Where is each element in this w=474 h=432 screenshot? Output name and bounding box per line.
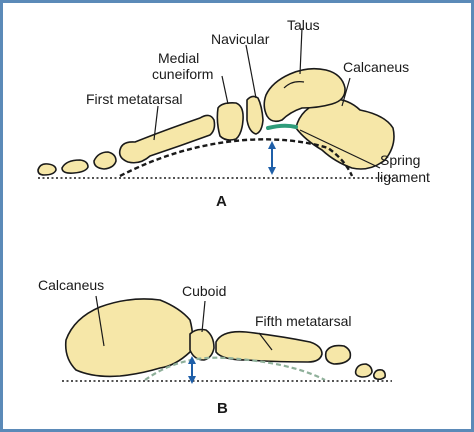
spring-ligament-leader [299, 129, 381, 169]
panel-a: Talus Navicular Medial cuneiform Calcane… [37, 17, 430, 210]
fifth-metatarsal-leader [258, 332, 273, 351]
spring-ligament [266, 123, 298, 130]
label-fifth-metatarsal: Fifth metatarsal [255, 313, 351, 329]
label-talus: Talus [287, 17, 320, 33]
panel-letter-a: A [216, 193, 227, 210]
navicular-leader [245, 44, 257, 99]
proximal-phalanx-a-1 [61, 159, 89, 174]
first-metatarsal-bone [118, 114, 216, 164]
phalanx-b-2 [354, 363, 373, 378]
label-calcaneus-b: Calcaneus [38, 277, 104, 293]
first-metatarsal-leader [153, 105, 159, 141]
label-spring-ligament-1: Spring [380, 152, 420, 168]
navicular-bone [246, 95, 264, 135]
label-medial-cuneiform-1: Medial [158, 50, 199, 66]
talus-leader [299, 27, 303, 75]
label-cuboid: Cuboid [182, 283, 226, 299]
proximal-phalanx-a-2 [93, 151, 117, 170]
calcaneus-leader-a [341, 77, 351, 107]
medial-cuneiform-bone [216, 102, 244, 141]
phalanx-b-1 [324, 344, 352, 365]
medial-cuneiform-leader [221, 75, 229, 105]
label-navicular: Navicular [211, 31, 270, 47]
label-medial-cuneiform-2: cuneiform [152, 66, 213, 82]
distal-phalanx-a [37, 163, 57, 176]
calcaneus-bone-b [64, 298, 194, 378]
calcaneus-leader-b [95, 295, 105, 347]
panel-b: Calcaneus Cuboid Fifth metatarsal B [38, 277, 392, 417]
talus-contour [283, 81, 305, 89]
lateral-longitudinal-arch [144, 356, 326, 381]
label-spring-ligament-2: ligament [377, 169, 430, 185]
label-first-metatarsal: First metatarsal [86, 91, 182, 107]
cuboid-bone [189, 328, 215, 361]
cuboid-leader [201, 300, 206, 333]
panel-letter-b: B [217, 400, 228, 417]
label-calcaneus-a: Calcaneus [343, 59, 409, 75]
phalanx-b-3 [373, 369, 386, 381]
